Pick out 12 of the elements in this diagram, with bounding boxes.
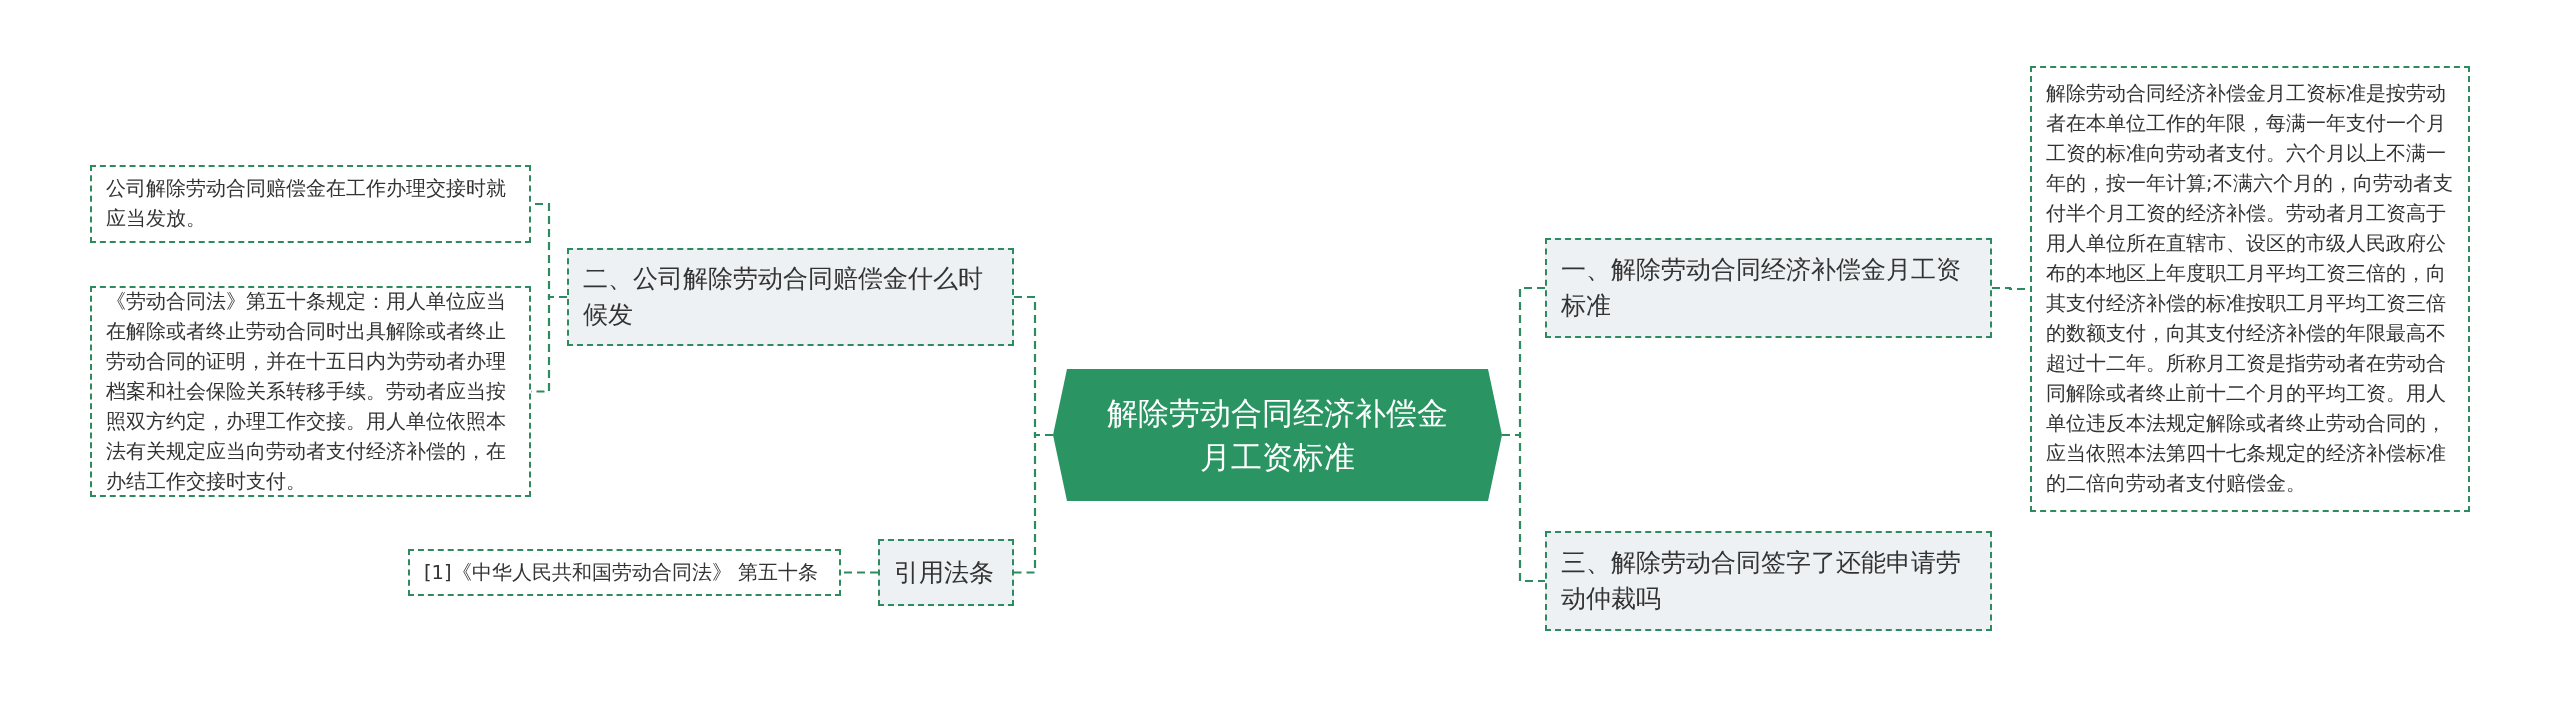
connector xyxy=(841,571,878,574)
text-box: 公司解除劳动合同赔偿金在工作办理交接时就应当发放。 xyxy=(90,165,531,243)
topic-box: 引用法条 xyxy=(878,539,1014,606)
topic-box: 二、公司解除劳动合同赔偿金什么时候发 xyxy=(567,248,1014,346)
text-box: 解除劳动合同经济补偿金月工资标准是按劳动者在本单位工作的年限，每满一年支付一个月工资的标准向劳动者支付。六个月以上不满一年的，按一年计算;不满六个月的，向劳动者支付半个月工资的经济补偿。劳动者月工资高于用人单位所在直辖市、设区的市级人民政府公布的本地区上年度职工月平均工资三倍的，向其支付经济补偿的标准按职工月平均工资三倍的数额支付，向其支付经济补偿的年限最高不超过十二年。所称月工资是指劳动者在劳动合同解除或者终止前十二个月的平均工资。用人单位违反本法规定解除或者终止劳动合同的，应当依照本法第四十七条规定的经济补偿标准的二倍向劳动者支付赔偿金。 xyxy=(2030,66,2470,512)
topic-box: 三、解除劳动合同签字了还能申请劳动仲裁吗 xyxy=(1545,531,1992,631)
text-box: 《劳动合同法》第五十条规定：用人单位应当在解除或者终止劳动合同时出具解除或者终止劳动合同的证明，并在十五日内为劳动者办理档案和社会保险关系转移手续。劳动者应当按照双方约定，办理工作交接。用人单位依照本法有关规定应当向劳动者支付经济补偿的，在办结工作交接时支付。 xyxy=(90,286,531,497)
text-box: [1]《中华人民共和国劳动合同法》 第五十条 xyxy=(408,549,841,596)
topic-hexagon: 解除劳动合同经济补偿金月工资标准 xyxy=(1053,369,1502,501)
connector xyxy=(1502,433,1545,583)
topic-box: 一、解除劳动合同经济补偿金月工资标准 xyxy=(1545,238,1992,338)
connector xyxy=(1014,433,1053,574)
